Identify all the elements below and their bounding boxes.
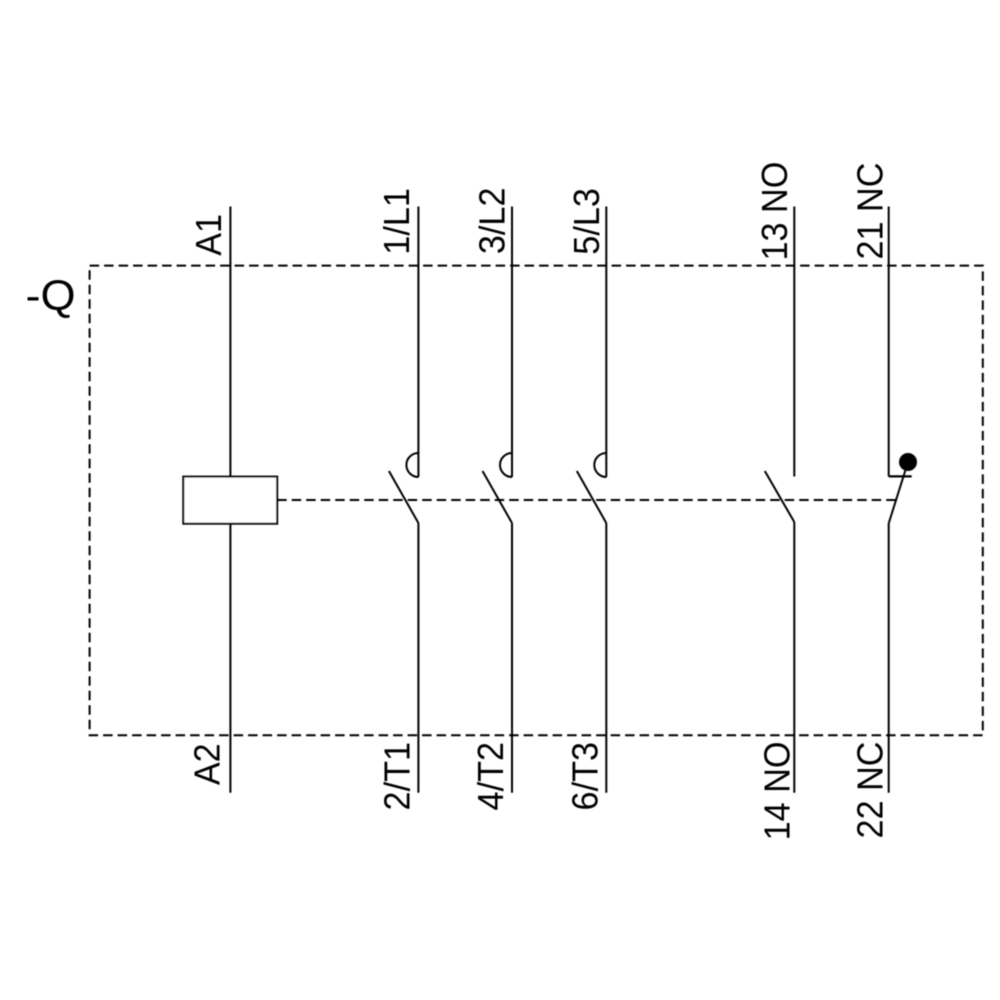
svg-text:14 NO: 14 NO [758,742,798,841]
svg-text:3/L2: 3/L2 [473,188,513,255]
svg-text:1/L1: 1/L1 [377,188,417,255]
svg-text:2/T1: 2/T1 [378,742,418,810]
svg-text:6/T3: 6/T3 [566,742,606,810]
svg-text:4/T2: 4/T2 [471,742,511,810]
svg-text:A2: A2 [188,743,228,785]
svg-text:22 NC: 22 NC [851,742,891,839]
svg-text:A1: A1 [189,214,229,256]
svg-text:-Q: -Q [26,272,76,320]
svg-text:5/L3: 5/L3 [567,188,607,255]
svg-text:21 NC: 21 NC [851,163,891,260]
svg-text:13 NO: 13 NO [755,162,795,261]
